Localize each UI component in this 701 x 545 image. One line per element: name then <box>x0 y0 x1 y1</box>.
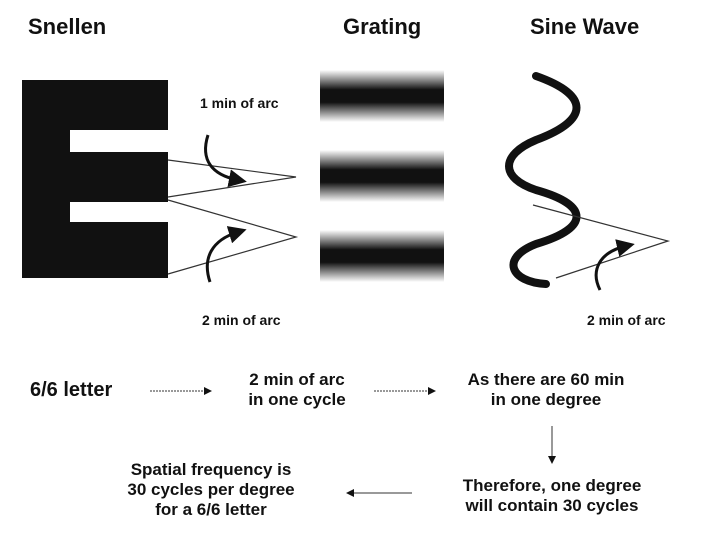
flow-step-1-line-2: in one cycle <box>248 390 346 409</box>
flow-step-1: 2 min of arc in one cycle <box>232 370 362 410</box>
flow-step-3-line-2: will contain 30 cycles <box>465 496 639 515</box>
curved-arrow-2min <box>205 226 247 283</box>
snellen-title: Snellen <box>28 14 107 39</box>
label-2-min-arc-sine: 2 min of arc <box>587 312 666 328</box>
grating-bar-3 <box>320 230 444 282</box>
grating-bar-2 <box>320 150 444 202</box>
grating-bar-1 <box>320 70 444 122</box>
snellen-e-letter <box>22 80 168 278</box>
flow-letter-text: 6/6 letter <box>30 379 113 401</box>
grating-title: Grating <box>343 14 422 39</box>
label-1-min-arc: 1 min of arc <box>200 95 279 111</box>
flow-result-line-3: for a 6/6 letter <box>155 500 267 519</box>
flow-result-line-1: Spatial frequency is <box>130 460 292 479</box>
flow-result-line-2: 30 cycles per degree <box>127 480 295 499</box>
flow-letter: 6/6 letter <box>30 380 112 400</box>
flow-step-2-line-1: As there are 60 min <box>467 370 625 389</box>
flow-result: Spatial frequency is 30 cycles per degre… <box>96 460 326 520</box>
flow-step-1-line-1: 2 min of arc <box>249 370 345 389</box>
sine-wave-curve <box>505 72 581 288</box>
sine-wave-title: Sine Wave <box>530 14 640 39</box>
flow-step-3-line-1: Therefore, one degree <box>462 476 642 495</box>
flow-step-2: As there are 60 min in one degree <box>446 370 646 410</box>
flow-step-2-line-2: in one degree <box>490 390 602 409</box>
curved-arrow-1min <box>204 134 247 188</box>
curved-arrow-sine <box>594 239 635 291</box>
label-2-min-arc-snellen: 2 min of arc <box>202 312 281 328</box>
sine-visual-angle <box>532 204 671 279</box>
flow-step-3: Therefore, one degree will contain 30 cy… <box>432 476 672 516</box>
